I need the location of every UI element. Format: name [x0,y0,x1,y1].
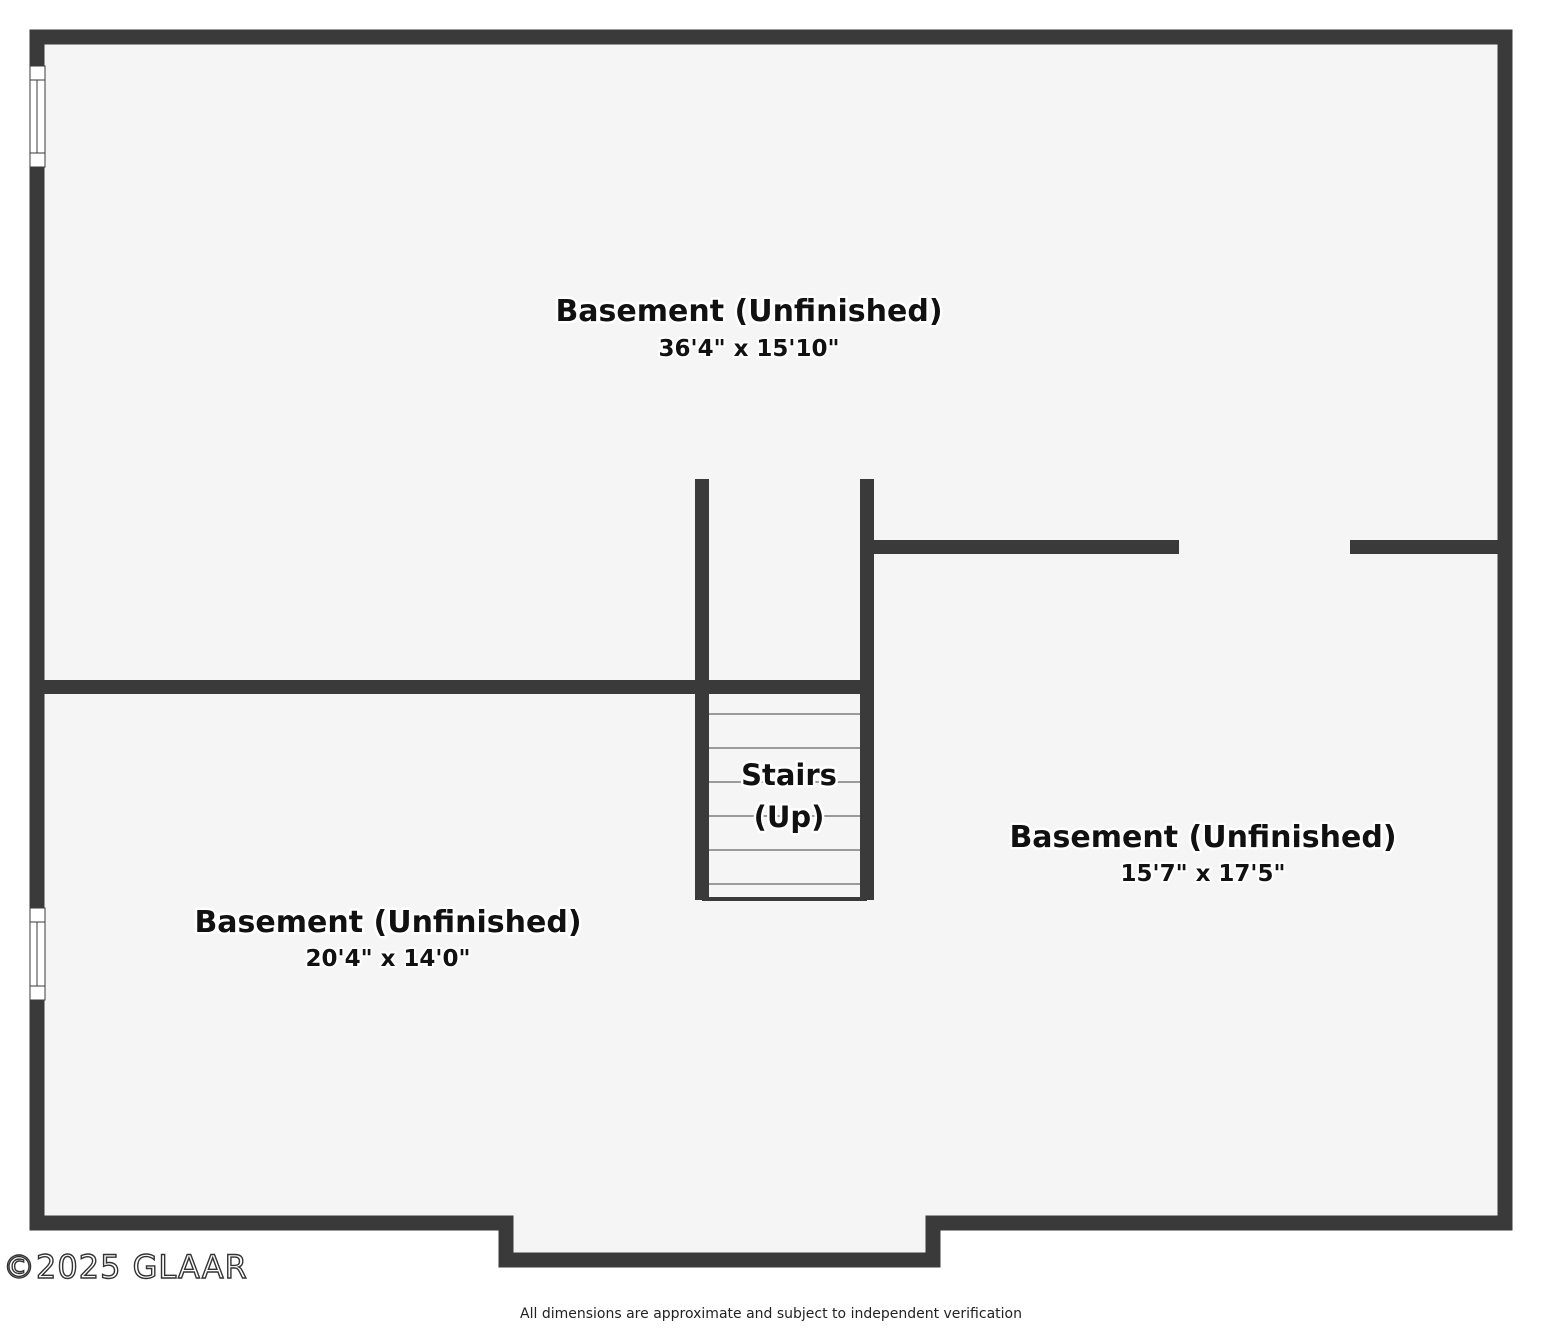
floor-area [37,37,1505,1260]
room-right-name: Basement (Unfinished) [1009,820,1396,855]
room-bottom-left-dimensions: 20'4" x 14'0" [306,946,471,972]
exterior-wall-outline [29,29,1513,1268]
stair-treads [709,713,860,885]
copyright-watermark: ©2025 GLAAR [3,1248,248,1286]
stairs-label-line2: (Up) [754,800,825,834]
room-top-dimensions: 36'4" x 15'10" [659,336,840,362]
window-lower [29,907,46,1001]
room-bottom-left-name: Basement (Unfinished) [194,905,581,940]
footer-disclaimer: All dimensions are approximate and subje… [520,1306,1022,1322]
room-right-dimensions: 15'7" x 17'5" [1121,861,1286,887]
window-upper [29,65,46,168]
interior-walls [37,479,1505,900]
room-top-name: Basement (Unfinished) [555,294,942,329]
exterior-walls [29,29,1513,1268]
stairs-label-line1: Stairs [741,758,837,792]
